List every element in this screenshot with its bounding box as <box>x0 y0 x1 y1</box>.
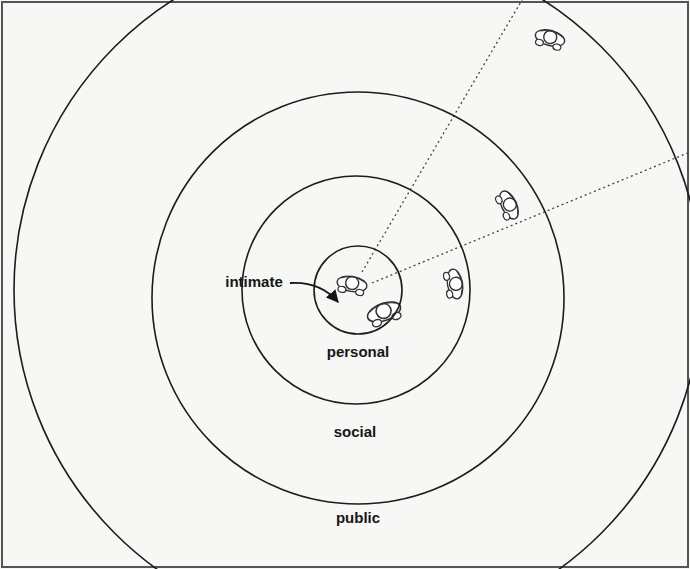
zone-circle: public social personal intimate <box>13 0 690 569</box>
zone-label: public <box>334 509 382 526</box>
zone-ring <box>314 246 402 334</box>
zone-ring <box>14 0 690 569</box>
person-figure <box>365 298 404 329</box>
zone-circle: personal intimate <box>241 175 471 405</box>
person-figure <box>335 274 368 296</box>
person-figure <box>494 188 523 223</box>
zone-circle: social personal intimate <box>151 91 565 505</box>
zone-outline <box>313 245 403 335</box>
zone-label: social <box>332 423 379 440</box>
zone-outline <box>13 0 690 569</box>
zone-label: intimate <box>223 273 285 290</box>
person-figure <box>443 268 465 301</box>
zone-circle: intimate <box>313 245 403 335</box>
person-figure <box>533 27 567 52</box>
zone-outline <box>151 91 565 505</box>
sight-line <box>372 152 690 283</box>
zone-label: personal <box>325 343 392 360</box>
zone-ring <box>152 92 564 504</box>
